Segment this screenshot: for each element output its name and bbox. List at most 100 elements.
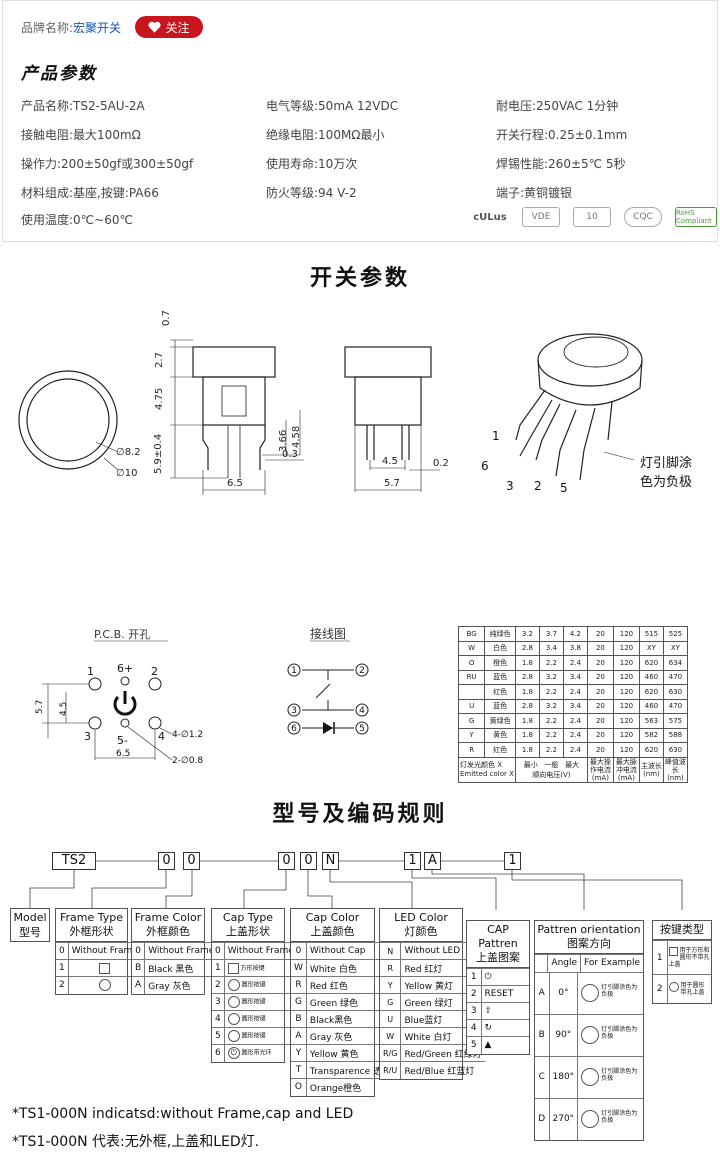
dim-4-75: 4.75 (154, 388, 165, 410)
table-row: 4↻ (467, 1019, 529, 1037)
led-cell: 20 (586, 742, 614, 758)
led-cell: 4.2 (562, 626, 588, 642)
led_color-cell: W (380, 1027, 402, 1045)
square-cap-icon (227, 962, 239, 974)
orientation-code: A (535, 971, 550, 1014)
orientation-code: D (535, 1097, 550, 1140)
pcb-wiring-drawing: P.C.B. 开孔 1 6+ 2 3 5- 4 4-∅1.2 2-∅0.8 6.… (35, 626, 369, 766)
led-cell: 1.8 (514, 742, 540, 758)
cert-logos: cULus VDE 10 CQC RoHS Compliant (471, 207, 717, 227)
led_color-cell: R/G (380, 1044, 402, 1062)
led_color-cell: Y (380, 976, 402, 994)
cap_pattern-cell: 1 (467, 968, 482, 986)
led-cell: 20 (586, 727, 614, 743)
led-cell: G (457, 713, 486, 729)
key-square-icon (668, 947, 678, 956)
param-insulation: 绝缘电阻:100MΩ最小 (266, 128, 385, 142)
cap-pattern-cn: 上盖图案 (476, 951, 520, 964)
brand-label: 品牌名称: (21, 21, 74, 35)
led_color-cell: Yellow 黄灯 (400, 976, 485, 994)
frame-color-cn: 外框颜色 (146, 925, 190, 938)
orientation-angle: 0° (549, 971, 579, 1014)
power-cap-icon: ⏻ (227, 1047, 240, 1060)
led_color-cell: Red/Blue 红蓝灯 (400, 1061, 485, 1079)
dim-6-5: 6.5 (227, 478, 243, 489)
led-cell: 515 (638, 626, 664, 642)
pcb-height: 5.7 (35, 700, 45, 714)
foot-ifp: 最大脉冲电流(mA) (612, 756, 640, 783)
key-type-title: 按键类型 (653, 921, 711, 940)
led_color-cell: R/U (380, 1061, 402, 1079)
led-cell: 3.4 (562, 669, 588, 685)
table-row: 1⏻ (467, 968, 529, 986)
foot-wl: 主波长(nm) (638, 756, 664, 783)
led-cell (457, 684, 486, 700)
led-cell: 460 (638, 698, 664, 714)
round-cap-icon (227, 1030, 240, 1042)
cap_color-cell: T (291, 1061, 307, 1079)
led-cell: 525 (662, 626, 688, 642)
led-cell: 20 (586, 698, 614, 714)
code-key-type: 1 (504, 852, 521, 870)
orientation-angle: 270° (549, 1097, 579, 1140)
model-cn: 型号 (19, 926, 41, 939)
led_color-cell: U (380, 1010, 402, 1028)
round-frame-icon (98, 979, 111, 992)
led-cell: XY (638, 640, 664, 656)
led-cell: 白色 (484, 640, 516, 656)
orientation-angle: 90° (549, 1013, 579, 1056)
table-row: 2 圆形按键 (212, 976, 297, 994)
led-cell: U (457, 698, 486, 714)
cap_color-cell: G (291, 993, 307, 1011)
led-cell: 橙色 (484, 655, 516, 671)
cap-color-cn: 上盖颜色 (310, 925, 355, 938)
led-cell: BG (457, 626, 486, 642)
led-cell: 582 (638, 727, 664, 743)
led-cell: 120 (612, 727, 640, 743)
dim-3-66: 3.66 (278, 430, 289, 452)
orientation-code: B (535, 1013, 550, 1056)
dim-5-7: 5.7 (384, 478, 400, 489)
round-cap-icon (227, 1013, 240, 1025)
cap_color-cell: Orange橙色 (306, 1078, 395, 1096)
brand-name-link[interactable]: 宏聚开关 (73, 21, 122, 35)
led-cell: W (457, 640, 486, 656)
cqc-cert-icon: CQC (624, 207, 662, 227)
led-cell: 3.4 (538, 640, 564, 656)
param-temperature: 使用温度:0℃~60℃ (21, 213, 133, 227)
pin-2-label: 2 (534, 479, 542, 493)
led-cell: R (457, 742, 486, 758)
param-life: 使用寿命:10万次 (266, 157, 358, 171)
led-cell: RU (457, 669, 486, 685)
led-cell: 20 (586, 669, 614, 685)
led-color-en: LED Color (394, 911, 448, 924)
diode-icon (323, 722, 333, 734)
dim-0-2: 0.2 (433, 458, 449, 469)
dim-0-7: 0.7 (161, 310, 172, 326)
led_color-cell: N (380, 942, 402, 960)
led-color-cn: 灯颜色 (404, 925, 438, 938)
led-cell: 2.2 (538, 727, 564, 743)
led-cell: 黄色 (484, 727, 516, 743)
orientation-en: Pattren orientation (537, 923, 641, 936)
pcb-pitch: 4.5 (59, 702, 69, 716)
switch-example-icon (581, 1068, 600, 1086)
code-cap-color: 0 (300, 852, 317, 870)
led-cell: 630 (662, 742, 688, 758)
led_color-cell: Red/Green 红绿灯 (400, 1044, 485, 1062)
follow-button[interactable]: 关注 (135, 16, 203, 38)
heart-icon (148, 21, 162, 33)
led-cell: 20 (586, 713, 614, 729)
